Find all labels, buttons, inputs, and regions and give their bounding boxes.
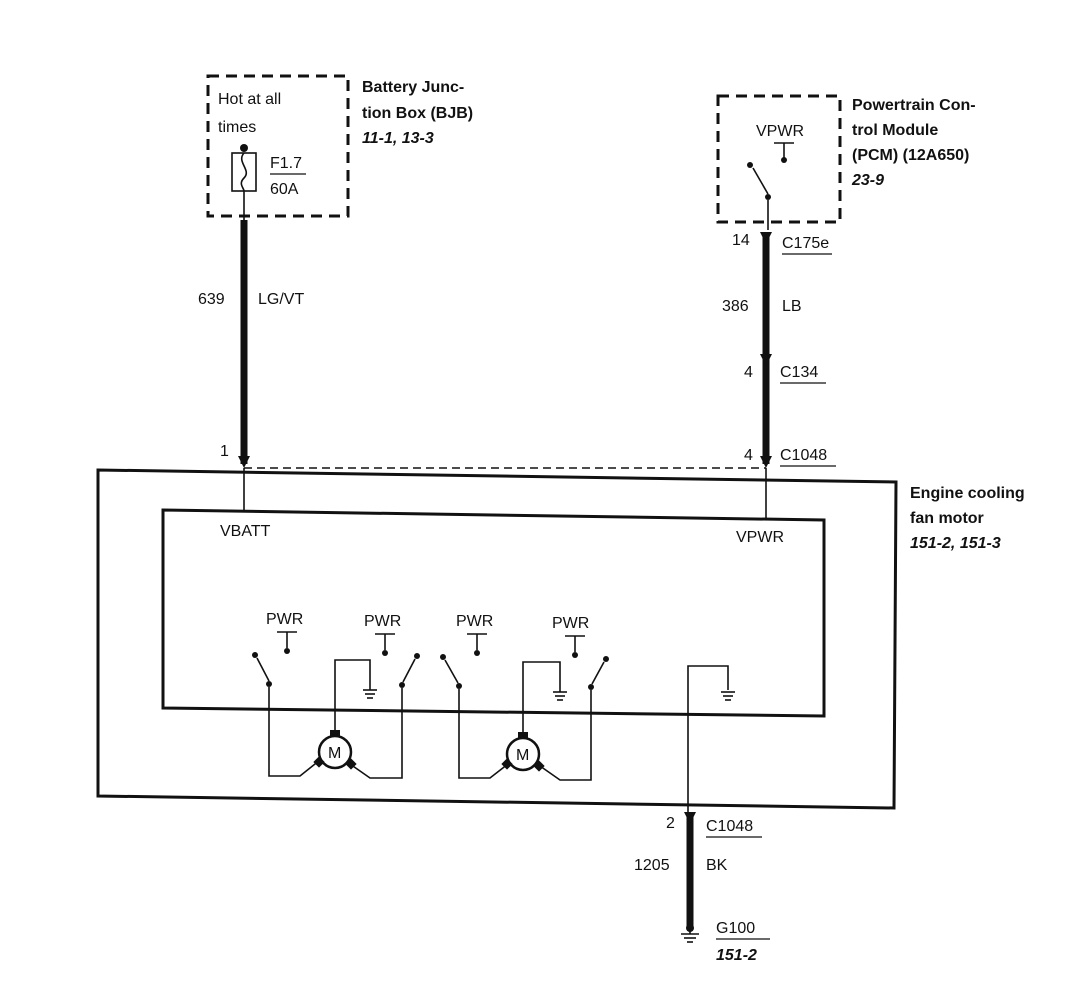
wire-1205-circuit: 1205 — [634, 857, 670, 874]
pin-14: 14 — [732, 232, 750, 249]
pin-4-c134: 4 — [744, 364, 753, 381]
ground-icon-2 — [553, 688, 567, 701]
motor-1-icon: M — [313, 730, 357, 770]
pcm-title-3: (PCM) (12A650) — [852, 147, 969, 164]
wire-386-color: LB — [782, 298, 802, 315]
pcm-ref: 23-9 — [851, 172, 884, 189]
wire-639-circuit: 639 — [198, 291, 225, 308]
bjb-title-2: tion Box (BJB) — [362, 105, 473, 122]
fan-motor-title-2: fan motor — [910, 510, 984, 527]
pcm-title-1: Powertrain Con- — [852, 97, 976, 114]
battery-junction-box: Hot at all times F1.7 60A Battery Junc- … — [206, 74, 473, 218]
vbatt-label: VBATT — [220, 523, 271, 540]
vpwr-label: VPWR — [736, 529, 784, 546]
fuse-id: F1.7 — [270, 155, 302, 172]
bjb-hot-label-2: times — [218, 119, 256, 136]
ground-connector: C1048 — [706, 818, 753, 835]
fan-control-box — [161, 508, 826, 718]
connector-c134: C134 — [780, 364, 818, 381]
fan-motor-title-1: Engine cooling — [910, 485, 1025, 502]
relay-1-icon — [252, 631, 297, 687]
relay-3-icon — [440, 633, 487, 689]
pwr-label-1: PWR — [266, 611, 303, 628]
pcm-boundary — [716, 94, 842, 224]
ground-pin: 2 — [666, 815, 675, 832]
pcm-module: VPWR Powertrain Con- trol Module (PCM) (… — [716, 94, 976, 224]
fuse-icon — [231, 144, 257, 192]
fan-motor-outer-box — [96, 468, 898, 810]
relay-4-icon — [565, 635, 609, 690]
relay-2-icon — [375, 633, 420, 688]
pcm-title-2: trol Module — [852, 122, 938, 139]
fan-motor-assembly: Engine cooling fan motor 151-2, 151-3 VB… — [96, 468, 1025, 812]
pwr-label-2: PWR — [364, 613, 401, 630]
pwr-label-3: PWR — [456, 613, 493, 630]
wire-639-color: LG/VT — [258, 291, 304, 308]
motor-2-label: M — [516, 747, 529, 764]
pcm-switch-icon — [747, 162, 771, 200]
ground-g100: G100 — [716, 920, 755, 937]
bjb-ref: 11-1, 13-3 — [362, 130, 434, 147]
motor-2-icon: M — [501, 732, 545, 772]
chassis-ground-icon — [681, 924, 699, 943]
fan-motor-ref: 151-2, 151-3 — [910, 535, 1001, 552]
bjb-boundary — [206, 74, 350, 218]
pcm-vpwr-label: VPWR — [756, 123, 804, 140]
fuse-rating: 60A — [270, 181, 299, 198]
motor-1-label: M — [328, 745, 341, 762]
ground-ref: 151-2 — [716, 947, 757, 964]
wire-1205-color: BK — [706, 857, 728, 874]
bjb-title-1: Battery Junc- — [362, 79, 464, 96]
bjb-hot-label-1: Hot at all — [218, 91, 281, 108]
ground-icon-1 — [363, 686, 377, 699]
connector-c175e: C175e — [782, 235, 829, 252]
wire-639-pin: 1 — [220, 443, 229, 460]
connector-c1048-top: C1048 — [780, 447, 827, 464]
ground-icon-3 — [721, 691, 735, 701]
pin-4-c1048: 4 — [744, 447, 753, 464]
wire-386-circuit: 386 — [722, 298, 749, 315]
pwr-label-4: PWR — [552, 615, 589, 632]
